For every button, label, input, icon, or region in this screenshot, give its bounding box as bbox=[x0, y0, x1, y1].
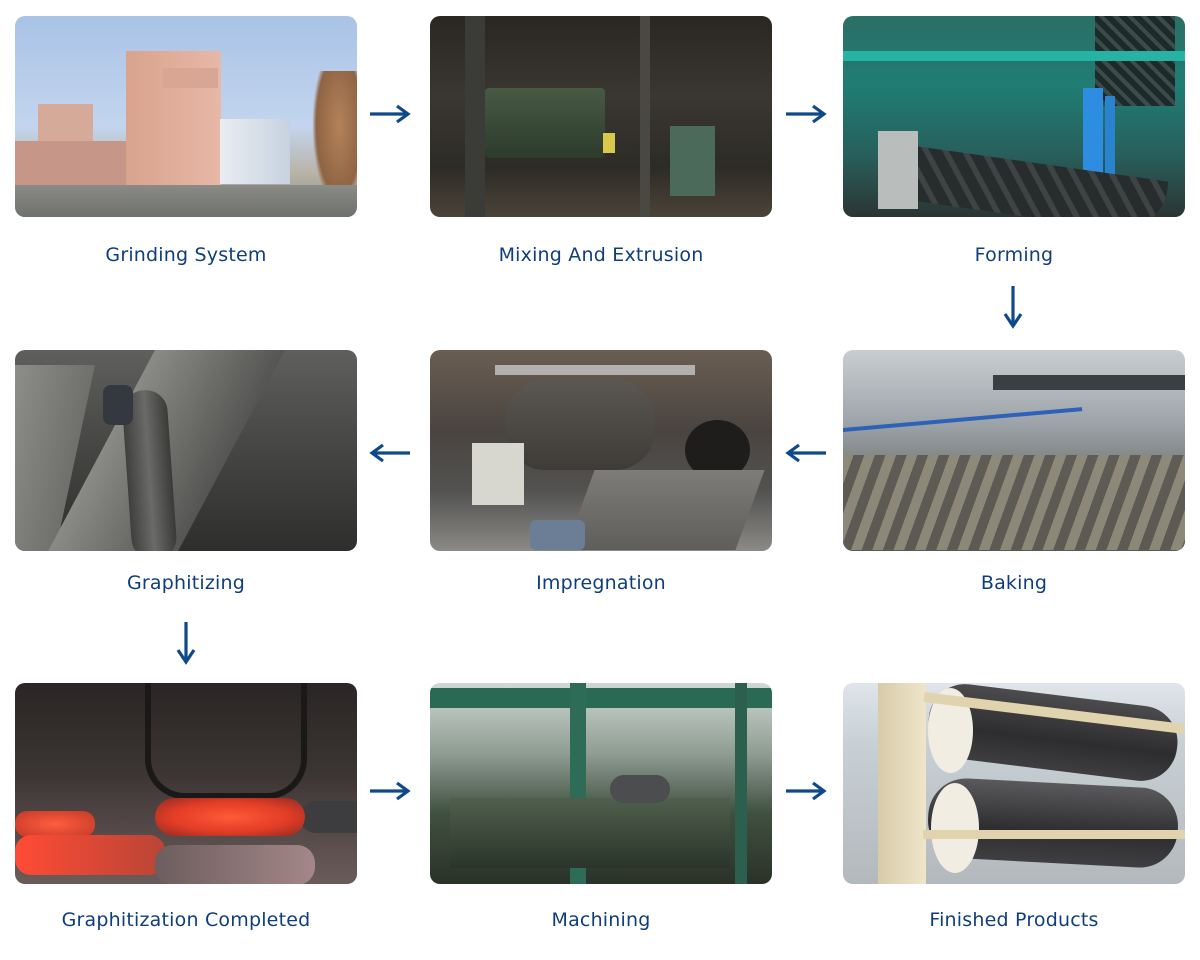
arrow-right-icon bbox=[785, 104, 827, 124]
machining-line-photo bbox=[430, 683, 772, 884]
baking-furnace-photo bbox=[843, 350, 1185, 551]
step-caption: Baking bbox=[980, 572, 1048, 594]
step-caption: Machining bbox=[551, 909, 651, 931]
step-caption: Mixing And Extrusion bbox=[498, 244, 704, 266]
arrow-right-icon bbox=[785, 781, 827, 801]
impregnation-tank-photo bbox=[430, 350, 772, 551]
step-caption: Grinding System bbox=[105, 244, 267, 266]
step-finished-products: Finished Products bbox=[843, 683, 1185, 931]
arrow-left-icon bbox=[369, 443, 411, 463]
factory-buildings-photo bbox=[15, 16, 357, 217]
step-caption: Graphitizing bbox=[126, 572, 246, 594]
step-impregnation: Impregnation bbox=[430, 350, 772, 594]
arrow-right-icon bbox=[369, 104, 411, 124]
graphitizing-furnace-photo bbox=[15, 350, 357, 551]
mixing-machinery-photo bbox=[430, 16, 772, 217]
step-grinding-system: Grinding System bbox=[15, 16, 357, 266]
arrow-right-icon bbox=[369, 781, 411, 801]
forming-machine-photo bbox=[843, 16, 1185, 217]
step-baking: Baking bbox=[843, 350, 1185, 594]
step-mixing-and-extrusion: Mixing And Extrusion bbox=[430, 16, 772, 266]
step-caption: Finished Products bbox=[929, 909, 1099, 931]
arrow-left-icon bbox=[785, 443, 827, 463]
step-graphitizing: Graphitizing bbox=[15, 350, 357, 594]
arrow-down-icon bbox=[1003, 285, 1023, 329]
step-machining: Machining bbox=[430, 683, 772, 931]
step-forming: Forming bbox=[843, 16, 1185, 266]
arrow-down-icon bbox=[176, 621, 196, 665]
hot-electrodes-photo bbox=[15, 683, 357, 884]
packed-electrodes-photo bbox=[843, 683, 1185, 884]
step-caption: Impregnation bbox=[536, 572, 666, 594]
step-graphitization-completed: Graphitization Completed bbox=[15, 683, 357, 931]
step-caption: Graphitization Completed bbox=[61, 909, 311, 931]
step-caption: Forming bbox=[974, 244, 1054, 266]
